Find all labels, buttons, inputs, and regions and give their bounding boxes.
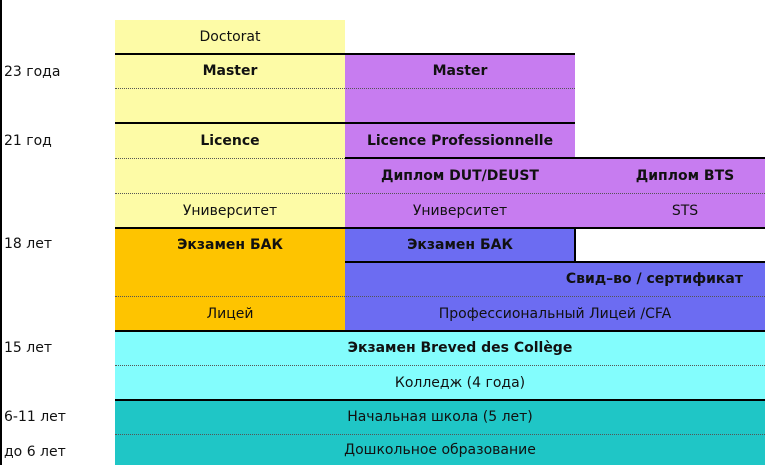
primary-preschool-block — [115, 400, 765, 465]
row-divider — [115, 365, 765, 366]
age-label-21: 21 год — [4, 133, 52, 149]
column-divider — [574, 228, 576, 262]
row-divider — [115, 434, 765, 435]
row-divider — [115, 158, 345, 159]
licence-label: Licence — [200, 132, 260, 149]
university-label: Университет — [182, 202, 278, 219]
lycee-block — [115, 228, 345, 331]
lycee-label: Лицей — [206, 306, 254, 322]
doctorat-label: Doctorat — [199, 29, 261, 45]
row-divider — [115, 88, 575, 89]
pro-lycee-label: Профессиональный Лицей /CFA — [438, 306, 672, 322]
university-master-label: Master — [202, 63, 258, 79]
technical-track-block — [345, 54, 575, 228]
dut-diploma-label: Диплом DUT/DEUST — [381, 167, 539, 184]
age-axis-line — [0, 0, 2, 465]
licence-pro-label: Licence Professionnelle — [366, 132, 554, 149]
level-divider — [115, 53, 575, 55]
level-divider — [115, 122, 575, 124]
bts-diploma-label: Диплом BTS — [635, 167, 735, 184]
certificate-label: Свид–во / сертификат — [565, 271, 743, 287]
age-label-15: 15 лет — [4, 340, 52, 356]
age-label-6-11: 6-11 лет — [4, 409, 66, 425]
brevet-exam-label: Экзамен Breved des Collège — [347, 340, 573, 356]
sts-label: STS — [671, 202, 699, 219]
age-label-18: 18 лет — [4, 236, 52, 252]
preschool-label: Дошкольное образование — [344, 442, 536, 458]
level-divider — [115, 227, 765, 229]
level-divider — [115, 399, 765, 401]
level-divider — [345, 157, 765, 159]
lycee-bac-exam-label: Экзамен БАК — [177, 237, 283, 253]
technical-master-label: Master — [432, 63, 488, 79]
row-divider — [115, 296, 765, 297]
row-divider — [115, 193, 765, 194]
technical-university-label: Университет — [412, 202, 508, 219]
pro-bac-exam-label: Экзамен БАК — [407, 237, 513, 253]
college-label: Колледж (4 года) — [394, 375, 526, 391]
pro-lycee-block — [345, 228, 575, 331]
age-label-23: 23 года — [4, 64, 61, 80]
level-divider — [115, 330, 765, 332]
primary-school-label: Начальная школа (5 лет) — [347, 409, 533, 425]
level-divider — [345, 261, 765, 263]
age-label-6: до 6 лет — [4, 444, 66, 460]
